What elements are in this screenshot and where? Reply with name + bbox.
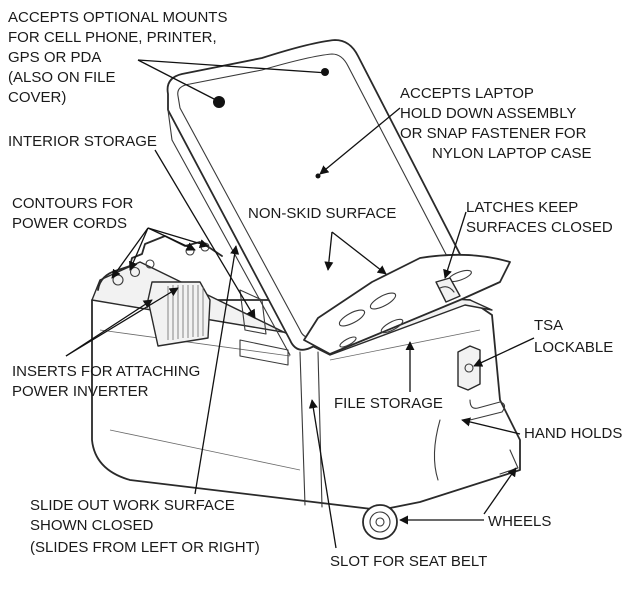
inverter-insert bbox=[147, 281, 211, 347]
label-hand-holds: HAND HOLDS bbox=[524, 425, 622, 442]
label-seat-belt: SLOT FOR SEAT BELT bbox=[330, 553, 487, 570]
label-wheels: WHEELS bbox=[488, 513, 551, 530]
label-file-storage: FILE STORAGE bbox=[334, 395, 443, 412]
label-laptop: ACCEPTS LAPTOP HOLD DOWN ASSEMBLY OR SNA… bbox=[400, 85, 592, 162]
wheel bbox=[362, 504, 398, 540]
label-tsa: TSA LOCKABLE bbox=[534, 317, 613, 356]
label-latches: LATCHES KEEP SURFACES CLOSED bbox=[466, 199, 613, 236]
labels: ACCEPTS OPTIONAL MOUNTS FOR CELL PHONE, … bbox=[8, 9, 622, 570]
label-contours: CONTOURS FOR POWER CORDS bbox=[12, 195, 138, 232]
tsa-lock bbox=[457, 345, 481, 391]
case-body bbox=[91, 299, 521, 511]
label-slide-out: SLIDE OUT WORK SURFACE SHOWN CLOSED (SLI… bbox=[30, 497, 260, 556]
label-interior-storage: INTERIOR STORAGE bbox=[8, 133, 157, 150]
label-non-skid: NON-SKID SURFACE bbox=[248, 205, 396, 222]
label-mounts: ACCEPTS OPTIONAL MOUNTS FOR CELL PHONE, … bbox=[8, 9, 232, 106]
label-inserts: INSERTS FOR ATTACHING POWER INVERTER bbox=[12, 363, 205, 400]
case-illustration bbox=[91, 39, 521, 540]
file-cover bbox=[303, 253, 511, 355]
leader-lines bbox=[65, 59, 535, 549]
